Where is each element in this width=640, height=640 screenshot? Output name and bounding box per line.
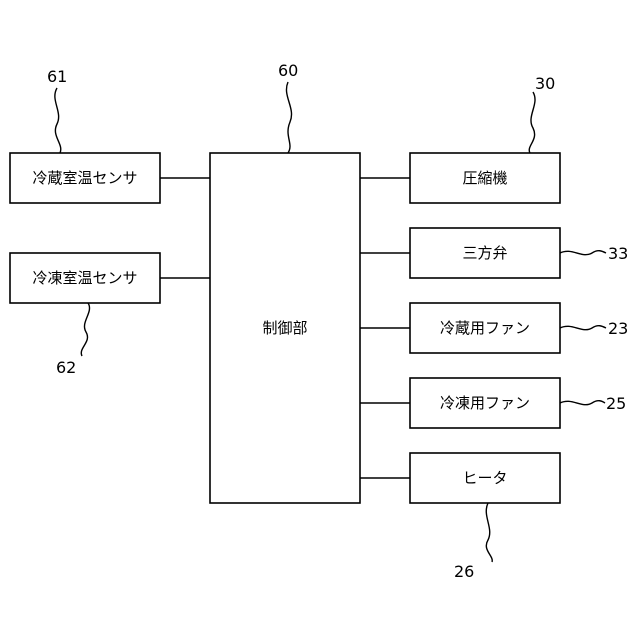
output-label-5: ヒータ [462, 469, 507, 487]
leader-line-26 [486, 503, 492, 562]
sensor-label-1: 冷蔵室温センサ [32, 169, 137, 187]
leader-line-60 [286, 82, 291, 153]
leader-line-23 [560, 326, 606, 330]
output-block-2: 三方弁 [410, 228, 560, 278]
output-label-1: 圧縮機 [462, 169, 507, 187]
leader-line-25 [560, 401, 605, 405]
output-label-2: 三方弁 [462, 244, 507, 262]
output-block-5: ヒータ [410, 453, 560, 503]
ref-numeral-26: 26 [454, 562, 474, 581]
output-label-3: 冷蔵用ファン [440, 319, 530, 337]
controller-block: 制御部 [210, 153, 360, 503]
output-block-1: 圧縮機 [410, 153, 560, 203]
sensor-block-1: 冷蔵室温センサ [10, 153, 160, 203]
ref-numeral-62: 62 [56, 358, 76, 377]
ref-numeral-30: 30 [535, 74, 555, 93]
ref-numeral-23: 23 [608, 319, 628, 338]
controller-label: 制御部 [262, 319, 307, 337]
sensor-block-2: 冷凍室温センサ [10, 253, 160, 303]
sensor-label-2: 冷凍室温センサ [32, 269, 137, 287]
output-block-4: 冷凍用ファン [410, 378, 560, 428]
leader-line-61 [55, 88, 61, 153]
ref-numeral-33: 33 [608, 244, 628, 263]
leader-line-30 [529, 92, 535, 153]
output-label-4: 冷凍用ファン [440, 394, 530, 412]
output-block-3: 冷蔵用ファン [410, 303, 560, 353]
leader-line-33 [560, 251, 606, 255]
ref-numeral-60: 60 [278, 61, 298, 80]
ref-numeral-61: 61 [47, 67, 67, 86]
leader-line-62 [81, 303, 89, 356]
ref-numeral-25: 25 [606, 394, 626, 413]
